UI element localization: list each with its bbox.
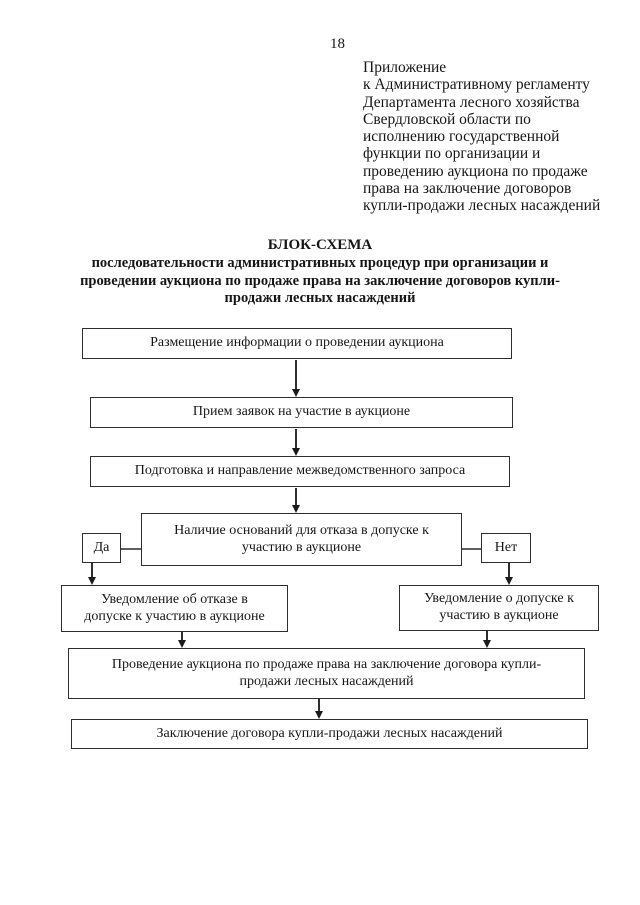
page-number: 18 [330,36,345,52]
arrow-no-to-admission [508,563,510,577]
step-auction-box: Проведение аукциона по продаже права на … [68,648,585,699]
yes-label-box: Да [82,533,121,563]
document-title: БЛОК-СХЕМА [267,237,373,253]
arrow-applications-to-request [295,429,297,448]
step-contract-box: Заключение договора купли-продажи лесных… [71,719,588,749]
arrow-auction-to-contract [318,699,320,711]
step-admission-notice-box: Уведомление о допуске к участию в аукцио… [399,585,599,631]
document-subtitle: последовательности административных проц… [80,255,560,306]
step-interagency-request-box: Подготовка и направление межведомственно… [90,456,510,487]
arrow-publish-to-applications [295,360,297,389]
no-label-box: Нет [481,533,531,563]
step-decision-box: Наличие оснований для отказа в допуске к… [141,513,462,566]
appendix-reference: Приложение к Административному регламент… [363,59,601,215]
arrow-admission-to-auction [486,631,488,640]
connector-yes [121,548,141,550]
arrow-yes-to-refusal [91,563,93,577]
step-publish-info-box: Размещение информации о проведении аукци… [82,328,512,359]
arrow-request-to-decision [295,488,297,505]
connector-no [462,548,481,550]
step-applications-box: Прием заявок на участие в аукционе [90,397,513,428]
arrow-refusal-to-auction [181,632,183,640]
step-refusal-notice-box: Уведомление об отказе в допуске к участи… [61,585,288,632]
